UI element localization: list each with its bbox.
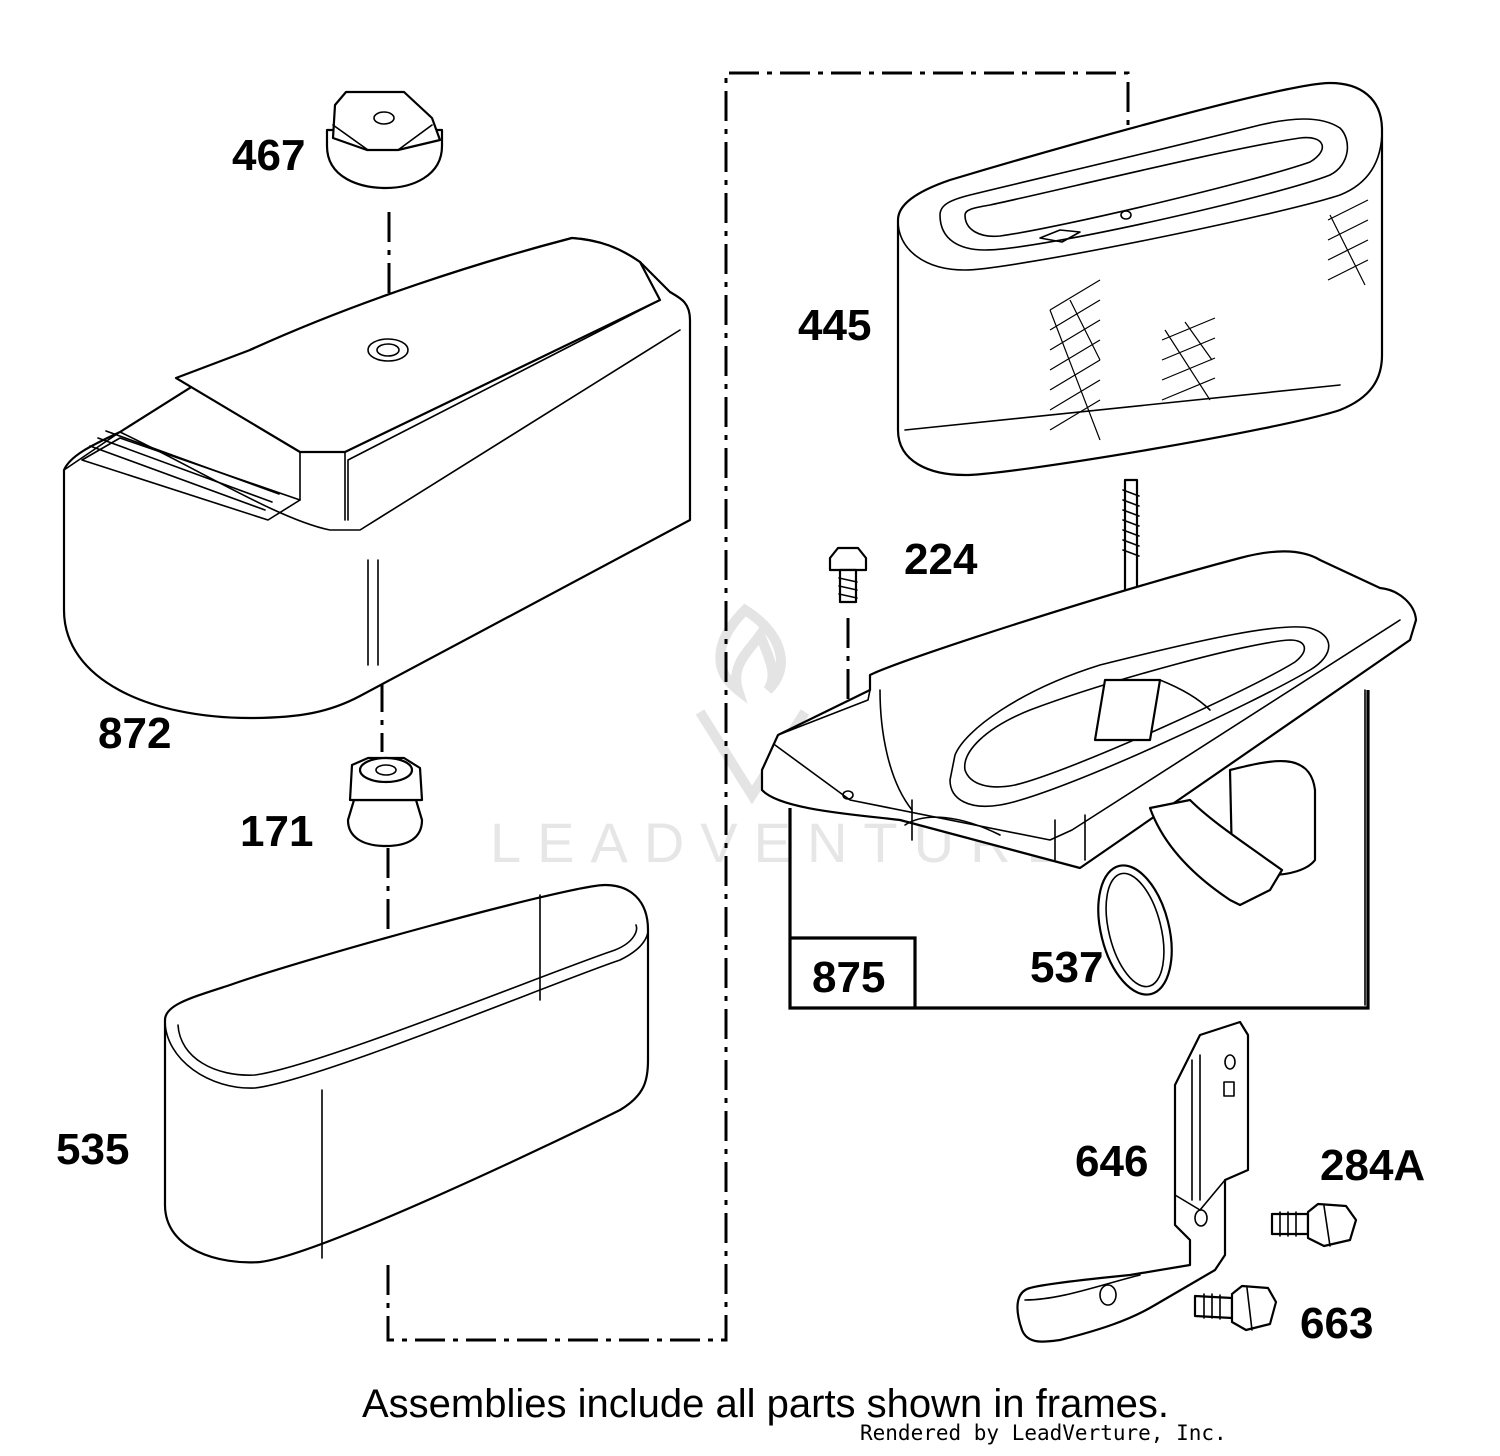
label-284a: 284A	[1320, 1141, 1425, 1190]
part-224-screw	[828, 546, 868, 604]
part-number-labels: 467 872 171 535 445 224 875 537 646 284A…	[56, 131, 1425, 1348]
label-537: 537	[1030, 943, 1103, 992]
part-445-filter	[896, 81, 1384, 477]
label-663: 663	[1300, 1299, 1373, 1348]
part-872-cover	[62, 236, 692, 720]
label-467: 467	[232, 131, 305, 180]
leader-bottom-loop	[386, 71, 1130, 1342]
label-875: 875	[812, 953, 885, 1002]
part-535-precleaner	[163, 883, 650, 1264]
assembly-frame-875	[788, 690, 1370, 1010]
filter-pleat-pattern	[1049, 199, 1369, 441]
label-171: 171	[240, 807, 313, 856]
label-224: 224	[904, 535, 978, 584]
part-663-bolt	[1193, 1284, 1278, 1332]
label-872: 872	[98, 709, 171, 758]
assemblies-note: Assemblies include all parts shown in fr…	[362, 1382, 1169, 1426]
label-445: 445	[798, 301, 871, 350]
part-537-gasket	[1097, 864, 1173, 996]
part-171-grommet	[346, 756, 424, 848]
part-467-knob	[325, 90, 444, 190]
part-284a-bolt	[1270, 1202, 1358, 1248]
render-credit: Rendered by LeadVerture, Inc.	[860, 1421, 1227, 1445]
part-875-base	[760, 550, 1418, 1006]
part-646-bracket	[1016, 1020, 1250, 1343]
label-535: 535	[56, 1125, 129, 1174]
label-646: 646	[1075, 1137, 1148, 1186]
